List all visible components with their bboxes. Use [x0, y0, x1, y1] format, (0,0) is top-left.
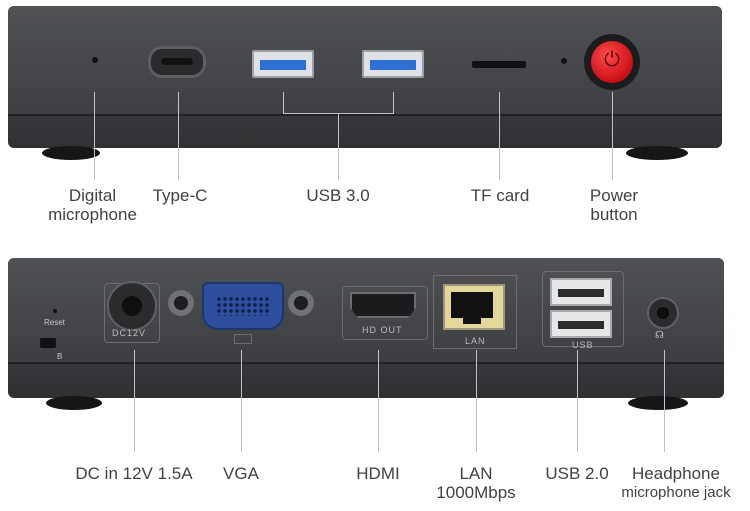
leader-line — [476, 350, 477, 452]
vga-screw-left — [168, 290, 194, 316]
dc12v-caption: DC12V — [112, 328, 147, 338]
label-type-c: Type-C — [152, 186, 208, 205]
hdmi-frame — [342, 286, 428, 340]
headset-icon: ☊ — [655, 330, 664, 341]
lan-frame — [433, 275, 517, 349]
leader-line — [612, 92, 613, 180]
vga-icon — [234, 334, 252, 344]
leader-line — [499, 92, 500, 180]
leader-line — [577, 350, 578, 452]
hdmi-port — [350, 292, 416, 318]
leader-line — [338, 113, 339, 180]
leader-line — [378, 350, 379, 452]
lan-port — [443, 284, 505, 330]
label-hdmi: HDMI — [356, 464, 400, 483]
label-usb2: USB 2.0 — [545, 464, 609, 483]
label-tf-card: TF card — [470, 186, 530, 205]
reset-button — [40, 338, 56, 348]
usb3-port-1 — [252, 50, 314, 78]
usb3-port-2 — [362, 50, 424, 78]
usb-caption: USB — [572, 340, 594, 350]
front-indicator-hole — [561, 58, 567, 64]
label-power-button: Power button — [589, 186, 639, 224]
leader-line — [178, 92, 179, 180]
leader-line — [283, 92, 284, 114]
label-dc-in: DC in 12V 1.5A — [75, 464, 193, 483]
lan-caption: LAN — [465, 336, 486, 346]
rubber-foot-right-top — [626, 146, 688, 160]
digital-microphone-hole — [92, 57, 98, 63]
leader-line — [94, 92, 95, 180]
usb2-port-1 — [550, 278, 612, 306]
reset-caption: Reset — [44, 318, 65, 327]
vga-port — [202, 282, 284, 330]
leader-line — [241, 350, 242, 452]
label-vga: VGA — [223, 464, 259, 483]
dc-jack — [107, 281, 157, 331]
type-c-port — [148, 46, 206, 78]
power-button: ⏻ — [584, 34, 640, 90]
power-icon: ⏻ — [604, 49, 620, 71]
usb2-frame — [542, 271, 624, 347]
rubber-foot-left-bottom — [46, 396, 102, 410]
usb2-port-2 — [550, 310, 612, 338]
vga-screw-right — [288, 290, 314, 316]
label-headphone: Headphone microphone jack — [621, 464, 731, 501]
label-lan: LAN 1000Mbps — [436, 464, 516, 502]
label-usb3: USB 3.0 — [306, 186, 370, 205]
leader-line — [393, 92, 394, 114]
rubber-foot-right-bottom — [628, 396, 688, 410]
reset-indicator-hole — [53, 309, 57, 313]
label-digital-microphone: Digital microphone — [48, 186, 137, 224]
tf-card-slot — [472, 61, 526, 68]
reset-b-caption: B — [57, 352, 63, 361]
rubber-foot-left-top — [42, 146, 100, 160]
leader-line — [664, 350, 665, 452]
leader-line — [134, 350, 135, 452]
hd-out-caption: HD OUT — [362, 325, 403, 335]
headphone-jack — [647, 297, 679, 329]
